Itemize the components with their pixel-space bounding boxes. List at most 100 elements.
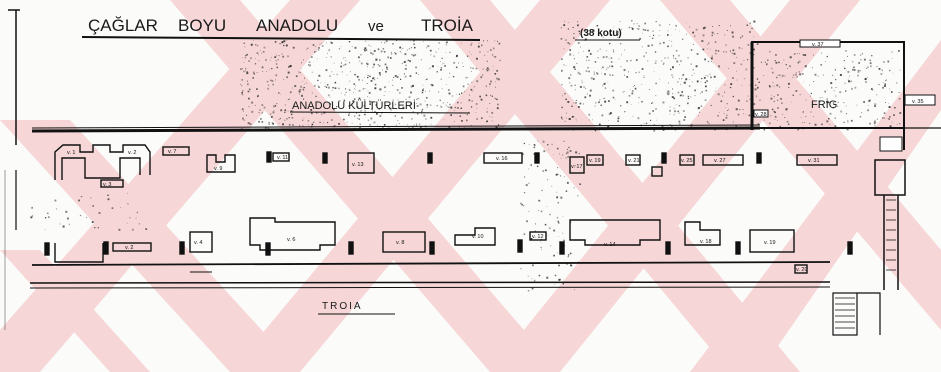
noise-speck <box>382 48 385 50</box>
noise-speck <box>344 57 346 58</box>
noise-speck <box>494 73 497 75</box>
noise-speck <box>389 107 392 110</box>
noise-speck <box>584 87 587 89</box>
noise-speck <box>691 74 693 76</box>
noise-speck <box>772 82 774 84</box>
noise-speck <box>602 66 604 68</box>
noise-speck <box>887 118 889 119</box>
noise-speck <box>31 215 34 217</box>
noise-speck <box>596 72 598 74</box>
noise-speck <box>753 20 756 23</box>
noise-speck <box>244 57 246 59</box>
noise-speck <box>702 34 705 37</box>
noise-speck <box>569 53 572 56</box>
noise-speck <box>743 78 745 80</box>
noise-speck <box>349 50 351 52</box>
noise-speck <box>643 55 645 58</box>
noise-speck <box>527 290 530 292</box>
noise-speck <box>565 65 567 67</box>
noise-speck <box>413 43 415 45</box>
noise-speck <box>647 29 649 32</box>
noise-speck <box>456 54 458 57</box>
noise-speck <box>363 99 366 101</box>
noise-speck <box>577 42 580 44</box>
noise-speck <box>370 52 373 54</box>
noise-speck <box>247 83 249 86</box>
section-label-troia: TROIA <box>322 301 363 312</box>
noise-speck <box>850 119 853 122</box>
noise-speck <box>476 107 478 109</box>
noise-speck <box>575 89 576 91</box>
noise-speck <box>624 111 625 113</box>
noise-speck <box>131 228 134 231</box>
noise-speck <box>287 71 290 74</box>
noise-speck <box>251 101 254 104</box>
noise-speck <box>593 71 595 73</box>
noise-speck <box>275 63 278 65</box>
noise-speck <box>675 24 677 27</box>
noise-speck <box>662 101 665 104</box>
noise-speck <box>769 122 771 125</box>
noise-speck <box>557 173 558 175</box>
noise-speck <box>775 54 777 56</box>
noise-speck <box>828 118 830 120</box>
noise-speck <box>359 127 361 129</box>
noise-speck <box>406 49 408 51</box>
noise-speck <box>358 89 361 92</box>
noise-speck <box>384 63 387 66</box>
noise-speck <box>350 71 351 73</box>
noise-speck <box>896 82 898 84</box>
noise-speck <box>889 125 892 128</box>
noise-speck <box>771 108 774 111</box>
noise-speck <box>638 97 640 99</box>
noise-speck <box>579 183 581 185</box>
noise-speck <box>629 88 631 90</box>
noise-speck <box>324 86 326 87</box>
noise-speck <box>387 56 390 59</box>
noise-speck <box>667 30 669 32</box>
noise-speck <box>445 84 447 85</box>
noise-speck <box>276 54 277 56</box>
noise-speck <box>609 42 611 44</box>
noise-speck <box>713 75 716 78</box>
noise-speck <box>717 93 720 96</box>
noise-speck <box>317 49 320 51</box>
noise-speck <box>481 45 482 47</box>
noise-speck <box>567 101 570 103</box>
noise-speck <box>372 66 374 68</box>
noise-speck <box>303 117 305 119</box>
noise-speck <box>316 58 318 60</box>
noise-speck <box>362 88 365 90</box>
noise-speck <box>326 42 327 44</box>
noise-speck <box>602 56 605 59</box>
noise-speck <box>284 111 286 113</box>
noise-speck <box>412 54 415 57</box>
noise-speck <box>299 125 301 127</box>
level-note: (38 kotu) <box>580 28 622 39</box>
noise-speck <box>653 124 655 125</box>
noise-speck <box>276 66 278 69</box>
noise-speck <box>824 90 826 93</box>
noise-speck <box>546 234 548 236</box>
noise-speck <box>271 68 273 70</box>
noise-speck <box>654 62 657 64</box>
noise-speck <box>377 77 379 79</box>
noise-speck <box>261 112 263 114</box>
noise-speck <box>620 66 622 68</box>
noise-speck <box>814 123 817 126</box>
noise-speck <box>62 225 65 228</box>
noise-speck <box>793 53 796 55</box>
noise-speck <box>613 51 615 53</box>
noise-speck <box>126 222 128 224</box>
noise-speck <box>705 75 707 76</box>
noise-speck <box>543 150 546 153</box>
noise-speck <box>624 111 626 112</box>
noise-speck <box>827 101 830 104</box>
noise-speck <box>628 71 629 73</box>
noise-speck <box>708 122 710 124</box>
noise-speck <box>285 44 288 47</box>
noise-speck <box>641 83 643 85</box>
noise-speck <box>415 72 418 74</box>
noise-speck <box>384 42 386 44</box>
noise-speck <box>256 72 258 73</box>
